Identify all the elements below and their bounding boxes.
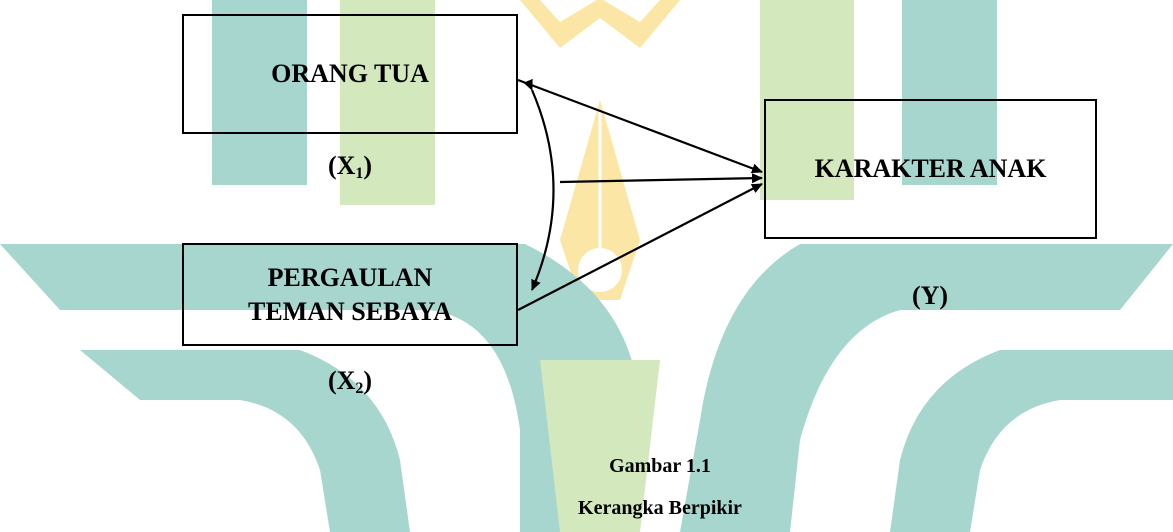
variable-x1-close: ) — [363, 151, 373, 180]
variable-y-label: (Y) — [911, 281, 949, 310]
watermark-crown — [520, 0, 680, 48]
variable-x2-label: (X2) — [280, 366, 420, 397]
arrow-x2-to-y — [517, 183, 763, 311]
box-karakter-anak-label: KARAKTER ANAK — [814, 154, 1047, 183]
arrow-x1-to-y — [517, 78, 763, 174]
box-karakter-anak: KARAKTER ANAK — [764, 99, 1097, 239]
watermark-sweep-far-left — [80, 350, 410, 532]
figure-title: Kerangka Berpikir — [578, 497, 742, 519]
variable-x2-close: ) — [363, 366, 373, 395]
variable-x2-main: (X — [327, 366, 356, 395]
variable-x2-subscript: 2 — [355, 380, 364, 397]
arrow-joint-to-y — [559, 173, 763, 184]
box-orang-tua-label: ORANG TUA — [271, 59, 429, 88]
box-x2-label-line2: TEMAN SEBAYA — [248, 296, 452, 326]
watermark-sweep-left — [0, 244, 640, 532]
watermark-bar-right — [902, 0, 997, 185]
figure-number: Gambar 1.1 — [609, 455, 711, 477]
box-pergaulan-teman-sebaya: PERGAULAN TEMAN SEBAYA — [182, 243, 518, 346]
box-orang-tua: ORANG TUA — [182, 14, 518, 134]
watermark-bar-left — [212, 0, 307, 185]
watermark-pen-hole — [578, 248, 622, 292]
box-x2-label-line1: PERGAULAN — [267, 262, 433, 292]
watermark-bar-green — [340, 0, 435, 205]
correlation-curve — [523, 78, 555, 291]
variable-x1-main: (X — [327, 151, 356, 180]
variable-x1-subscript: 1 — [355, 165, 364, 182]
watermark-sweep-far-right — [890, 350, 1173, 532]
watermark-center-stem — [540, 360, 660, 532]
watermark-sweep-right — [680, 244, 1173, 532]
variable-x1-label: (X1) — [280, 151, 420, 182]
